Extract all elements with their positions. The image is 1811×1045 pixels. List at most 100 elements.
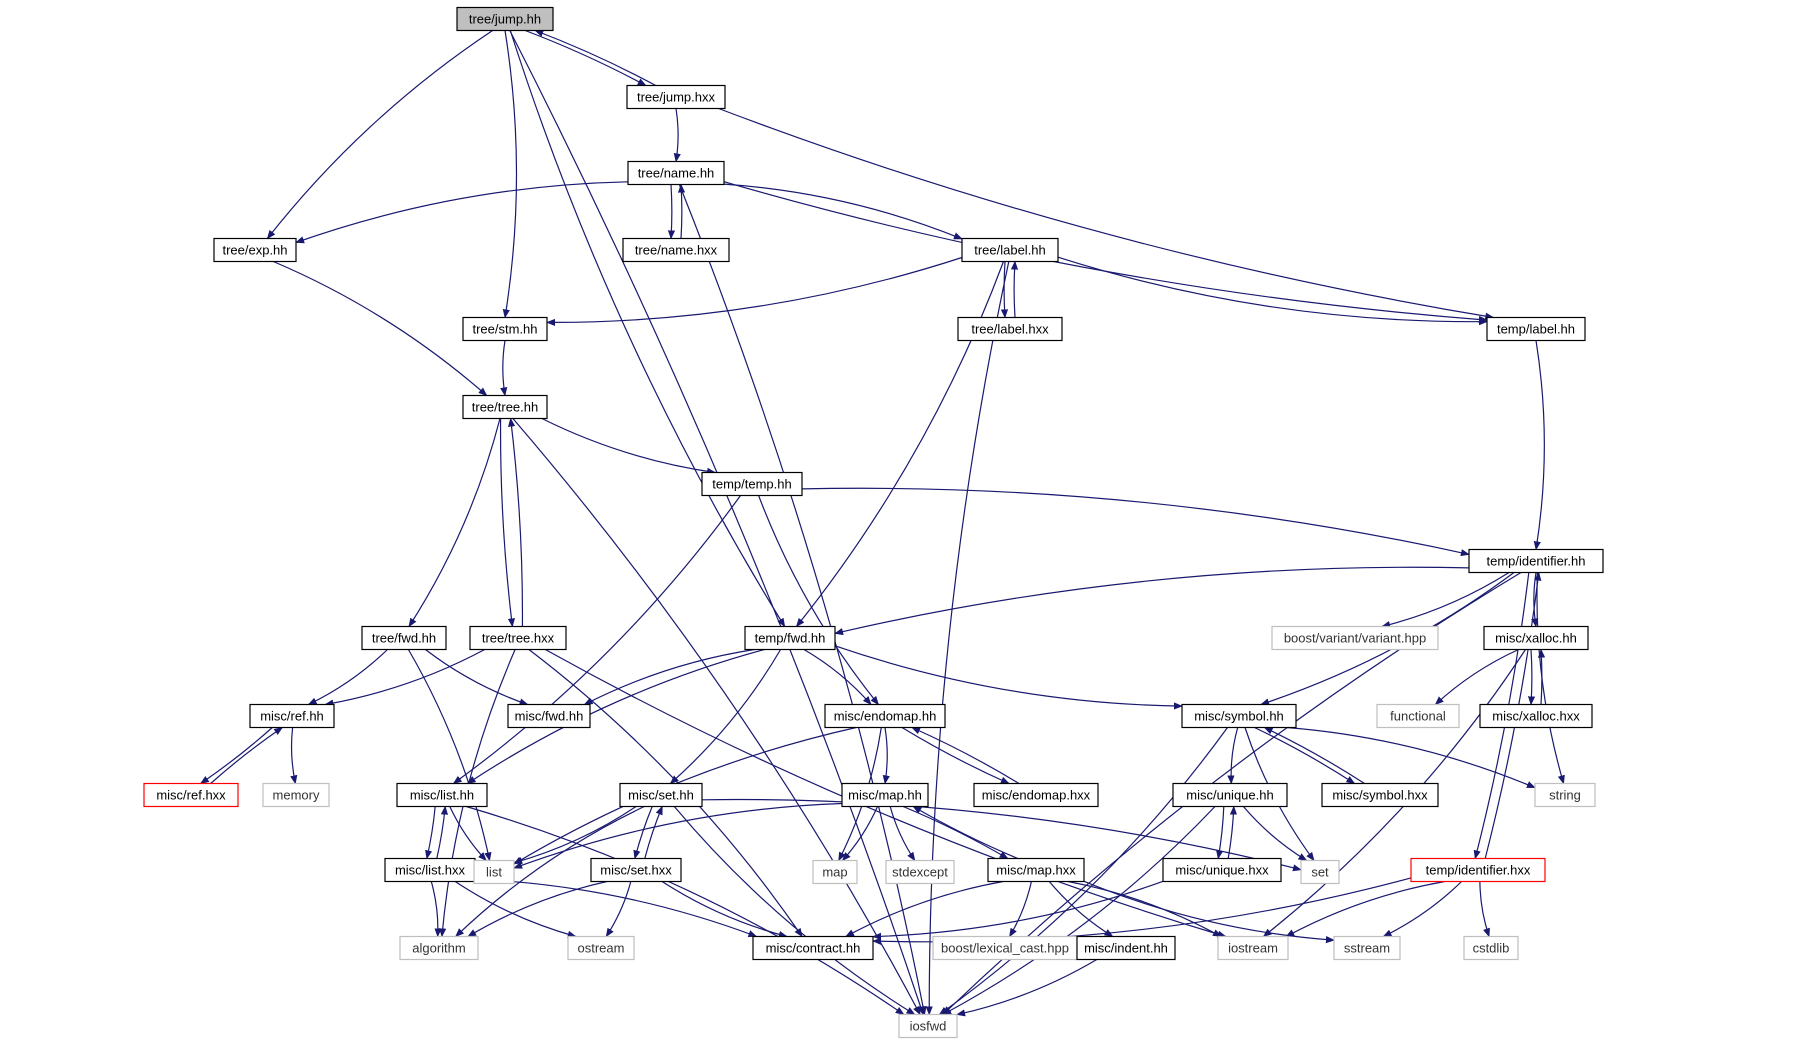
edge-temp_hh-to-ident_hh (801, 487, 1470, 557)
node-label: misc/symbol.hxx (1332, 787, 1428, 802)
node-tlabel-hxx[interactable]: tree/label.hxx (957, 316, 1063, 342)
node-label: iostream (1228, 940, 1278, 955)
node-cstdlib: cstdlib (1463, 935, 1519, 961)
node-mlist-hh[interactable]: misc/list.hh (396, 782, 488, 808)
node-ident-hxx[interactable]: temp/identifier.hxx (1410, 857, 1546, 883)
node-xalloc-hh[interactable]: misc/xalloc.hh (1483, 625, 1589, 651)
edge-line (1010, 260, 1019, 318)
node-xalloc-hxx[interactable]: misc/xalloc.hxx (1479, 703, 1593, 729)
node-iosfwd: iosfwd (898, 1013, 958, 1039)
edge-name_hh-to-iosfwd (678, 184, 927, 1016)
node-jump-hh[interactable]: tree/jump.hh (456, 6, 554, 32)
node-endomap-hxx[interactable]: misc/endomap.hxx (973, 782, 1099, 808)
node-indent-hh[interactable]: misc/indent.hh (1076, 935, 1176, 961)
node-box (957, 316, 1063, 342)
edge-line (872, 880, 1164, 940)
node-label: string (1549, 787, 1581, 802)
edge-ident_hxx-to-cstdlib (1479, 881, 1490, 938)
node-box (1321, 782, 1439, 808)
node-endomap-hh[interactable]: misc/endomap.hh (824, 703, 946, 729)
node-algorithm: algorithm (399, 935, 479, 961)
node-label: tree/stm.hh (472, 321, 537, 336)
edge-name_hh-to-templabel_hh (723, 181, 1488, 324)
node-label: tree/fwd.hh (372, 630, 436, 645)
edge-map_hxx-to-iostream (1067, 880, 1222, 938)
edge-line (324, 648, 485, 707)
node-symbol-hh[interactable]: misc/symbol.hh (1181, 703, 1297, 729)
edge-unique_hh-to-unique_hxx (1216, 806, 1225, 860)
node-label: memory (273, 787, 320, 802)
node-tempfwd-hh[interactable]: temp/fwd.hh (744, 625, 836, 651)
node-stm-hh[interactable]: tree/stm.hh (462, 316, 548, 342)
node-label: misc/fwd.hh (515, 708, 584, 723)
edge-tree_hxx-to-iostream (545, 648, 1227, 938)
node-mfwd-hh[interactable]: misc/fwd.hh (507, 703, 591, 729)
edge-map_hxx-to-map_hh (912, 805, 1019, 860)
node-tlabel-hh[interactable]: tree/label.hh (961, 237, 1059, 263)
edge-line (889, 806, 916, 862)
node-label: sstream (1344, 940, 1390, 955)
node-box (399, 935, 479, 961)
node-contract-hh[interactable]: misc/contract.hh (752, 935, 874, 961)
edge-jump_hh-to-iosfwd (509, 30, 925, 1016)
node-tree-hh[interactable]: tree/tree.hh (462, 394, 548, 420)
node-ref-hxx[interactable]: misc/ref.hxx (143, 782, 239, 808)
edge-line (509, 30, 786, 628)
edge-map_hh-to-list (513, 802, 843, 869)
node-name-hxx[interactable]: tree/name.hxx (622, 237, 730, 263)
node-box (1217, 935, 1289, 961)
node-map-hxx[interactable]: misc/map.hxx (987, 857, 1085, 883)
edge-line (266, 30, 493, 240)
node-unique-hxx[interactable]: misc/unique.hxx (1162, 857, 1282, 883)
edge-mlist_hxx-to-ostream (454, 881, 577, 938)
node-mset-hxx[interactable]: misc/set.hxx (590, 857, 682, 883)
node-box (462, 316, 548, 342)
edge-line (1537, 648, 1546, 705)
node-box (143, 782, 239, 808)
node-jump-hxx[interactable]: tree/jump.hxx (626, 84, 726, 110)
edge-tempfwd_hh-to-mfwd_hh (583, 648, 755, 706)
node-sstream: sstream (1333, 935, 1401, 961)
node-label: misc/endomap.hh (834, 708, 937, 723)
edge-line (513, 806, 637, 865)
node-temp-hh[interactable]: temp/temp.hh (701, 471, 803, 497)
node-tfwd-hh[interactable]: tree/fwd.hh (361, 625, 447, 651)
node-label: tree/name.hxx (635, 242, 718, 257)
edge-line (1536, 572, 1565, 785)
node-unique-hh[interactable]: misc/unique.hh (1172, 782, 1288, 808)
edge-line (541, 417, 716, 475)
node-exp-hh[interactable]: tree/exp.hh (213, 237, 297, 263)
node-ref-hh[interactable]: misc/ref.hh (249, 703, 335, 729)
node-box (622, 237, 730, 263)
edge-name_hh-to-tlabel_hh (723, 183, 963, 240)
edge-line (633, 806, 653, 860)
edge-xalloc_hh-to-xalloc_hxx (1527, 649, 1536, 706)
node-memory: memory (262, 782, 330, 808)
node-name-hh[interactable]: tree/name.hh (627, 160, 725, 186)
edge-line (1434, 648, 1519, 706)
node-box (1410, 857, 1546, 883)
node-tree-hxx[interactable]: tree/tree.hxx (469, 625, 567, 651)
node-label: iosfwd (910, 1018, 947, 1033)
edge-line (942, 806, 1216, 1016)
node-label: misc/xalloc.hxx (1492, 708, 1580, 723)
edge-line (583, 648, 755, 706)
edge-line (290, 727, 298, 785)
edge-line (834, 566, 1470, 636)
node-box (456, 6, 554, 32)
node-label: temp/fwd.hh (755, 630, 826, 645)
edge-line (466, 805, 905, 1016)
edge-line (912, 805, 1019, 860)
node-templabel-hh[interactable]: temp/label.hh (1486, 316, 1586, 342)
node-label: map (822, 864, 847, 879)
node-mset-hh[interactable]: misc/set.hh (619, 782, 703, 808)
edge-jump_hh-to-tempfwd_hh (509, 30, 786, 628)
node-label: misc/set.hxx (600, 862, 672, 877)
node-map-hh[interactable]: misc/map.hh (841, 782, 929, 808)
node-ident-hh[interactable]: temp/identifier.hh (1468, 548, 1604, 574)
node-symbol-hxx[interactable]: misc/symbol.hxx (1321, 782, 1439, 808)
node-label: ostream (578, 940, 625, 955)
node-box (752, 935, 874, 961)
node-mlist-hxx[interactable]: misc/list.hxx (384, 857, 476, 883)
edge-line (673, 108, 681, 163)
